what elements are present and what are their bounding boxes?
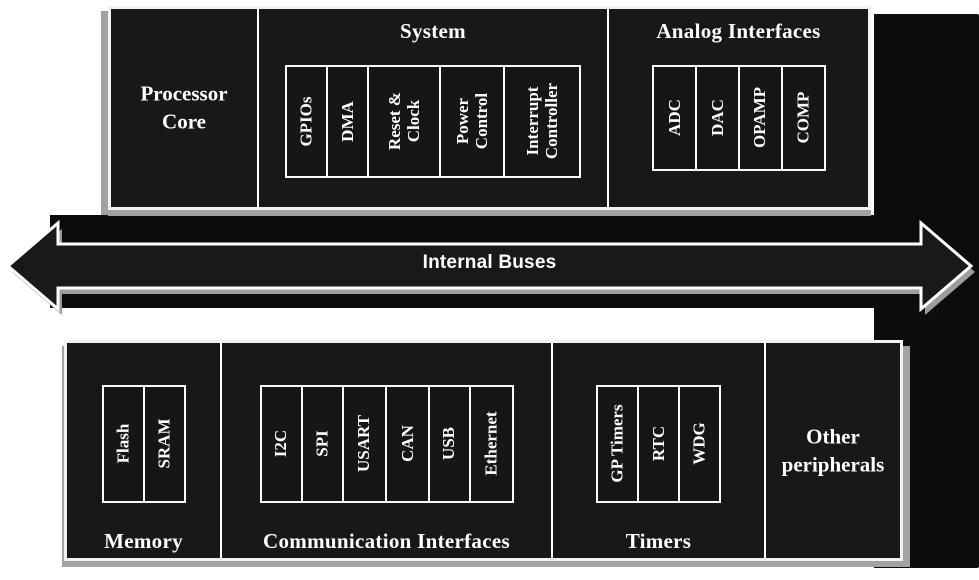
section-memory: Flash SRAM Memory xyxy=(67,343,220,558)
module-ethernet: Ethernet xyxy=(468,385,514,503)
module-adc: ADC xyxy=(651,65,697,171)
other-peripherals-label: Other peripherals xyxy=(781,424,885,477)
bottom-block: Flash SRAM Memory I2C SPI USART CAN USB … xyxy=(64,340,903,561)
analog-interfaces-title: Analog Interfaces xyxy=(656,19,821,43)
section-communication-interfaces: I2C SPI USART CAN USB Ethernet Communica… xyxy=(220,343,551,558)
module-spi: SPI xyxy=(300,385,344,503)
section-analog-interfaces: Analog Interfaces ADC DAC OPAMP COMP xyxy=(607,9,868,207)
module-rtc: RTC xyxy=(637,385,680,503)
internal-buses-arrow xyxy=(5,219,975,315)
module-power-control: Power Control xyxy=(439,65,505,178)
top-block: Processor Core System GPIOs DMA Reset & … xyxy=(108,6,871,210)
module-dac: DAC xyxy=(694,65,740,171)
module-i2c: I2C xyxy=(259,385,303,503)
timers-module-row: GP Timers RTC WDG xyxy=(553,385,764,503)
internal-buses-label: Internal Buses xyxy=(422,252,557,273)
module-wdg: WDG xyxy=(678,385,721,503)
arrow-shape xyxy=(5,219,974,313)
communication-interfaces-title: Communication Interfaces xyxy=(263,529,510,553)
module-gpios: GPIOs xyxy=(285,65,328,178)
section-timers: GP Timers RTC WDG Timers xyxy=(551,343,764,558)
system-module-row: GPIOs DMA Reset & Clock Power Control In… xyxy=(259,65,607,178)
analog-module-row: ADC DAC OPAMP COMP xyxy=(609,65,868,171)
section-processor-core: Processor Core xyxy=(111,9,257,207)
communication-module-row: I2C SPI USART CAN USB Ethernet xyxy=(222,385,551,503)
system-title: System xyxy=(400,19,466,43)
module-reset-clock: Reset & Clock xyxy=(367,65,441,178)
module-flash: Flash xyxy=(101,385,145,503)
section-other-peripherals: Other peripherals xyxy=(764,343,900,558)
module-opamp: OPAMP xyxy=(737,65,783,171)
memory-title: Memory xyxy=(104,529,183,553)
module-can: CAN xyxy=(384,385,430,503)
module-comp: COMP xyxy=(780,65,826,171)
section-system: System GPIOs DMA Reset & Clock Power Con… xyxy=(257,9,607,207)
module-usart: USART xyxy=(341,385,387,503)
module-interrupt-controller: Interrupt Controller xyxy=(503,65,581,178)
module-sram: SRAM xyxy=(142,385,186,503)
timers-title: Timers xyxy=(625,529,692,553)
processor-core-label: Processor Core xyxy=(140,81,228,134)
module-dma: DMA xyxy=(326,65,369,178)
memory-module-row: Flash SRAM xyxy=(67,385,220,503)
module-usb: USB xyxy=(427,385,471,503)
module-gp-timers: GP Timers xyxy=(596,385,639,503)
